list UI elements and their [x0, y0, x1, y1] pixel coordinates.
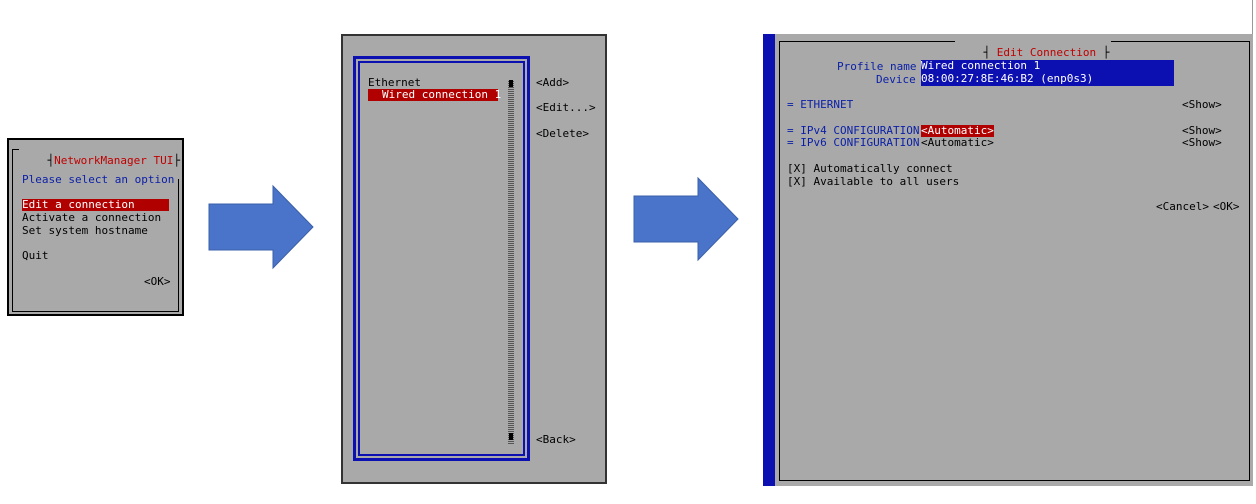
edit-button[interactable]: <Edit...>: [536, 101, 596, 114]
ethernet-show-button[interactable]: <Show>: [1182, 98, 1222, 111]
connection-list-scrollbar[interactable]: [508, 80, 514, 444]
back-button[interactable]: <Back>: [536, 433, 576, 446]
ipv4-section: = IPv4 CONFIGURATION: [787, 124, 920, 137]
menu-item-edit-connection[interactable]: Edit a connection: [22, 199, 169, 211]
edit-connection-window: ┤ Edit Connection ├ Profile name Wired c…: [775, 34, 1253, 486]
main-menu-prompt: Please select an option: [22, 173, 175, 186]
profile-name-label: Profile name: [837, 60, 917, 73]
scroll-top-marker: [509, 80, 513, 87]
ipv6-section: = IPv6 CONFIGURATION: [787, 136, 920, 149]
ipv4-show-button[interactable]: <Show>: [1182, 124, 1222, 137]
scroll-bottom-marker: [509, 433, 513, 440]
connection-list-box: [353, 56, 530, 461]
main-menu-ok-button[interactable]: <OK>: [144, 275, 171, 288]
right-edge-line: [1252, 0, 1253, 34]
flow-arrow-2: [633, 176, 739, 262]
profile-name-field[interactable]: Wired connection 1: [921, 60, 1174, 73]
ethernet-section[interactable]: = ETHERNET: [787, 98, 854, 111]
main-menu-title: ┤NetworkManager TUI├: [19, 143, 182, 179]
connection-group-ethernet: Ethernet: [368, 76, 421, 89]
connection-item-wired-1[interactable]: Wired connection 1: [368, 89, 501, 101]
add-button[interactable]: <Add>: [536, 76, 570, 89]
flow-arrow-1: [208, 184, 314, 270]
edit-window-left-bar: [763, 34, 775, 486]
cancel-button[interactable]: <Cancel>: [1156, 200, 1209, 213]
menu-item-set-hostname[interactable]: Set system hostname: [22, 224, 148, 237]
menu-item-activate-connection[interactable]: Activate a connection: [22, 211, 162, 224]
auto-connect-checkbox[interactable]: [X] Automatically connect: [787, 162, 953, 175]
delete-button[interactable]: <Delete>: [536, 127, 589, 140]
connection-list-window: Ethernet Wired connection 1 <Add> <Edit.…: [341, 34, 607, 484]
all-users-checkbox[interactable]: [X] Available to all users: [787, 175, 960, 188]
device-field[interactable]: 08:00:27:8E:46:B2 (enp0s3): [921, 73, 1174, 86]
ok-button[interactable]: <OK>: [1213, 200, 1240, 213]
ipv4-mode-select[interactable]: <Automatic>: [921, 124, 994, 137]
device-label: Device: [876, 73, 916, 86]
menu-item-quit[interactable]: Quit: [22, 249, 49, 262]
ipv6-show-button[interactable]: <Show>: [1182, 136, 1222, 149]
nmtui-main-menu-window: ┤NetworkManager TUI├ Please select an op…: [7, 138, 184, 316]
ipv6-mode-select[interactable]: <Automatic>: [921, 136, 994, 149]
